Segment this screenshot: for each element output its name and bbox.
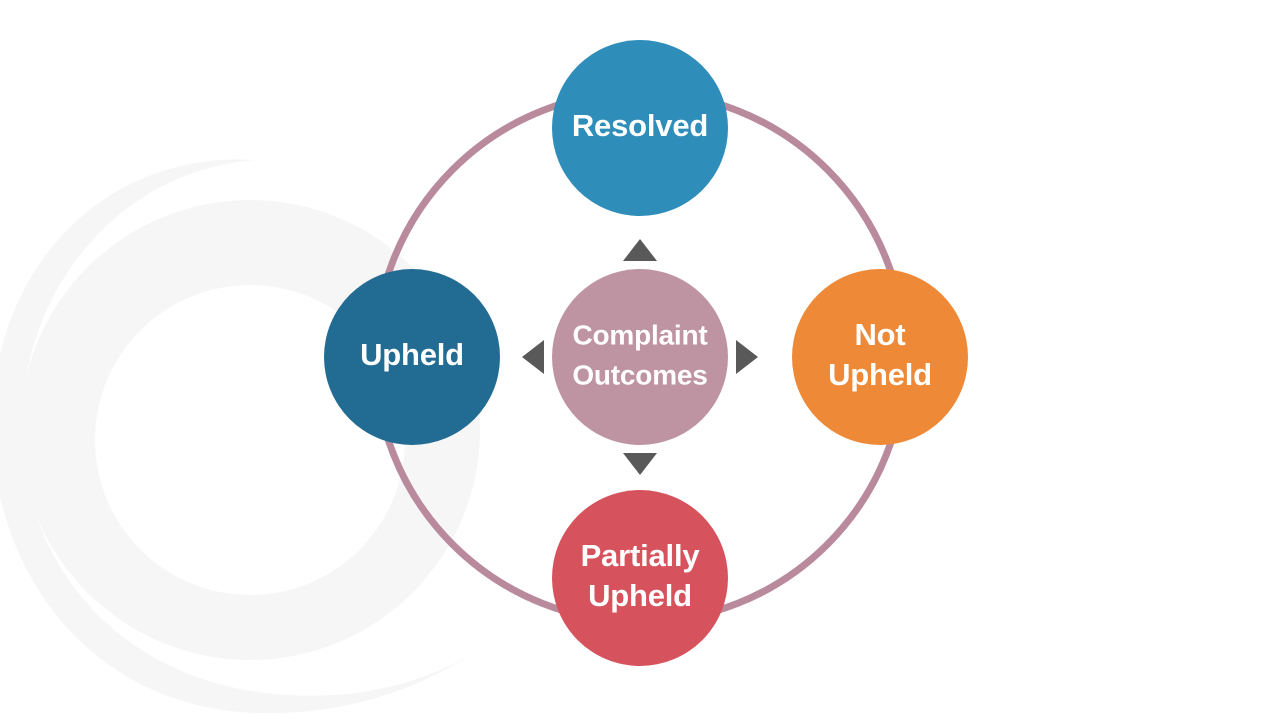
node-not-upheld[interactable]: Not Upheld bbox=[792, 269, 968, 445]
node-resolved-label-line1: Resolved bbox=[572, 108, 708, 143]
hub-label-line1: Complaint bbox=[572, 319, 707, 350]
node-partially-upheld-circle[interactable] bbox=[552, 490, 728, 666]
node-upheld-circle[interactable] bbox=[324, 269, 500, 445]
node-partially-upheld[interactable]: Partially Upheld bbox=[552, 490, 728, 666]
node-partially-upheld-label-line1: Partially bbox=[581, 538, 701, 573]
node-not-upheld-label-line2: Upheld bbox=[828, 357, 932, 392]
node-partially-upheld-label-line2: Upheld bbox=[588, 578, 692, 613]
arrow-up-icon bbox=[623, 239, 657, 261]
node-resolved-circle[interactable] bbox=[552, 40, 728, 216]
hub-label-line2: Outcomes bbox=[572, 359, 707, 390]
node-complaint-outcomes[interactable]: Complaint Outcomes bbox=[552, 269, 728, 445]
node-upheld-label-line1: Upheld bbox=[360, 337, 464, 372]
arrow-left-icon bbox=[522, 340, 544, 374]
node-not-upheld-label-line1: Not bbox=[854, 317, 905, 352]
node-upheld[interactable]: Upheld bbox=[324, 269, 500, 445]
node-not-upheld-circle[interactable] bbox=[792, 269, 968, 445]
arrow-right-icon bbox=[736, 340, 758, 374]
node-resolved[interactable]: Resolved bbox=[552, 40, 728, 216]
hub-circle[interactable] bbox=[552, 269, 728, 445]
arrow-down-icon bbox=[623, 453, 657, 475]
